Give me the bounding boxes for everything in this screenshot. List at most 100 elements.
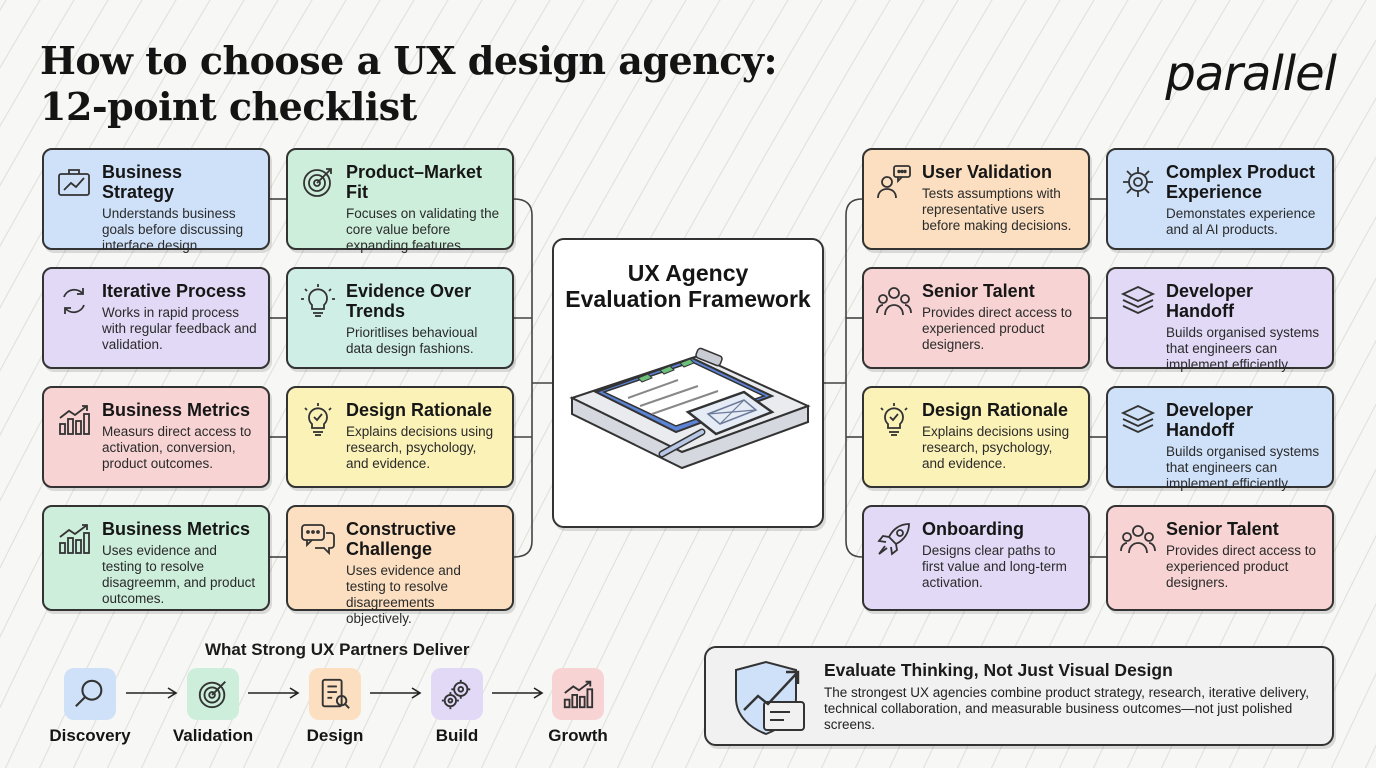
card-text: Works in rapid process with regular feed…	[102, 305, 257, 352]
step-label: Design	[306, 726, 364, 745]
card-text: Provides direct access to experienced pr…	[1166, 543, 1317, 590]
step-discovery: Discovery	[35, 668, 145, 746]
callout-title: Evaluate Thinking, Not Just Visual Desig…	[824, 660, 1173, 680]
framework-title-line-1: UX Agency	[627, 260, 749, 286]
callout-text: The strongest UX agencies combine produc…	[824, 685, 1309, 732]
card-text: Builds organised systems that engineers …	[1166, 444, 1320, 491]
card-title: Senior Talent	[1166, 519, 1279, 539]
flow-arrow	[126, 687, 178, 699]
briefcase-chart-icon	[58, 169, 90, 196]
card-user-validation: User Validation Tests assumptions with r…	[862, 148, 1090, 250]
card-iterative-process: Iterative Process Works in rapid process…	[42, 267, 270, 369]
gear-network-icon	[1123, 167, 1153, 197]
card-title: Developer Handoff	[1166, 281, 1254, 321]
step-label: Growth	[548, 726, 608, 745]
card-onboarding: Onboarding Designs clear paths to first …	[862, 505, 1090, 611]
page-title: How to choose a UX design agency: 12-poi…	[40, 38, 800, 130]
background-line	[0, 0, 75, 128]
gears-icon	[441, 679, 471, 710]
card-text: Uses evidence and testing to resolve dis…	[102, 543, 256, 606]
background-line	[650, 0, 1061, 768]
framework-title-line-2: Evaluation Framework	[565, 286, 811, 312]
step-validation: Validation	[158, 668, 268, 746]
card-design-rationale-2: Design Rationale Explains decisions usin…	[862, 386, 1090, 488]
flow-arrow	[492, 687, 544, 699]
card-title: Business Strategy	[102, 162, 183, 202]
card-title: Senior Talent	[922, 281, 1035, 301]
card-design-rationale-1: Design Rationale Explains decisions usin…	[286, 386, 514, 488]
clipboard-magnifier-illustration	[569, 347, 811, 470]
team-icon	[876, 287, 912, 316]
card-evidence-over-trends: Evidence Over Trends Prioritlises behavi…	[286, 267, 514, 369]
card-business-metrics-1: Business Metrics Measurs direct access t…	[42, 386, 270, 488]
card-title: Complex Product Experience	[1166, 162, 1316, 202]
card-title: Developer Handoff	[1166, 400, 1254, 440]
card-title: User Validation	[922, 162, 1053, 182]
rocket-icon	[877, 523, 910, 556]
card-title: Business Metrics	[102, 519, 251, 539]
background-line	[0, 0, 177, 309]
user-speech-icon	[877, 165, 911, 199]
summary-callout: Evaluate Thinking, Not Just Visual Desig…	[704, 646, 1334, 746]
card-developer-handoff-2: Developer Handoff Builds organised syste…	[1106, 386, 1334, 491]
magnifier-icon	[75, 679, 103, 708]
page-title-line-2: 12-point checklist	[40, 84, 417, 129]
card-constructive-challenge: Constructive Challenge Uses evidence and…	[286, 505, 514, 626]
card-text: Measurs direct access to activation, con…	[102, 424, 252, 471]
target-icon	[198, 681, 226, 709]
deliver-title: What Strong UX Partners Deliver	[205, 640, 470, 659]
background-line	[344, 0, 755, 768]
step-build: Build	[402, 668, 512, 746]
bar-chart-icon	[59, 405, 90, 435]
framework-center-card: UX Agency Evaluation Framework	[552, 238, 824, 528]
card-text: Explains decisions using research, psych…	[346, 424, 494, 471]
layers-icon	[1120, 405, 1156, 433]
framework-title: UX Agency Evaluation Framework	[554, 260, 822, 312]
card-text: Uses evidence and testing to resolve dis…	[346, 563, 461, 626]
step-icon-box	[64, 668, 116, 720]
card-text: Demonstates experience and al AI product…	[1166, 206, 1316, 237]
card-developer-handoff-1: Developer Handoff Builds organised syste…	[1106, 267, 1334, 372]
step-label: Validation	[172, 726, 254, 745]
card-senior-talent-1: Senior Talent Provides direct access to …	[862, 267, 1090, 369]
card-text: Builds organised systems that engineers …	[1166, 325, 1320, 372]
document-search-icon	[321, 678, 350, 709]
step-design: Design	[280, 668, 390, 746]
card-title: Iterative Process	[102, 281, 247, 301]
step-icon-box	[309, 668, 361, 720]
growth-chart-icon	[563, 680, 594, 709]
step-growth: Growth	[523, 668, 633, 746]
card-text: Explains decisions using research, psych…	[922, 424, 1070, 471]
shield-growth-icon	[735, 660, 805, 736]
chat-bubbles-icon	[301, 524, 335, 556]
flow-arrow	[248, 687, 300, 699]
card-senior-talent-2: Senior Talent Provides direct access to …	[1106, 505, 1334, 611]
card-product-market-fit: Product–Market Fit Focuses on validating…	[286, 148, 514, 253]
card-title: Evidence Over Trends	[346, 281, 472, 321]
card-title: Design Rationale	[922, 400, 1069, 420]
card-text: Designs clear paths to first value and l…	[922, 543, 1067, 590]
background-line	[1296, 602, 1376, 768]
background-line	[0, 0, 109, 187]
lightbulb-check-icon	[304, 403, 332, 436]
card-title: Constructive Challenge	[346, 519, 457, 559]
card-text: Provides direct access to experienced pr…	[922, 305, 1073, 352]
page-title-line-1: How to choose a UX design agency:	[40, 38, 778, 83]
card-text: Understands business goals before discus…	[102, 206, 244, 253]
team-icon	[1120, 525, 1156, 554]
flow-arrow	[370, 687, 422, 699]
card-text: Focuses on validating the core value bef…	[346, 206, 500, 253]
card-title: Design Rationale	[346, 400, 493, 420]
brand-logo: parallel	[1165, 46, 1337, 102]
lightbulb-check-icon	[880, 403, 908, 436]
card-business-strategy: Business Strategy Understands business g…	[42, 148, 270, 253]
background-line	[0, 0, 211, 372]
step-label: Discovery	[49, 726, 131, 745]
lightbulb-icon	[301, 284, 335, 317]
step-icon-box	[187, 668, 239, 720]
card-title: Business Metrics	[102, 400, 251, 420]
step-icon-box	[552, 668, 604, 720]
layers-icon	[1120, 286, 1156, 314]
bar-chart-icon	[59, 524, 90, 554]
